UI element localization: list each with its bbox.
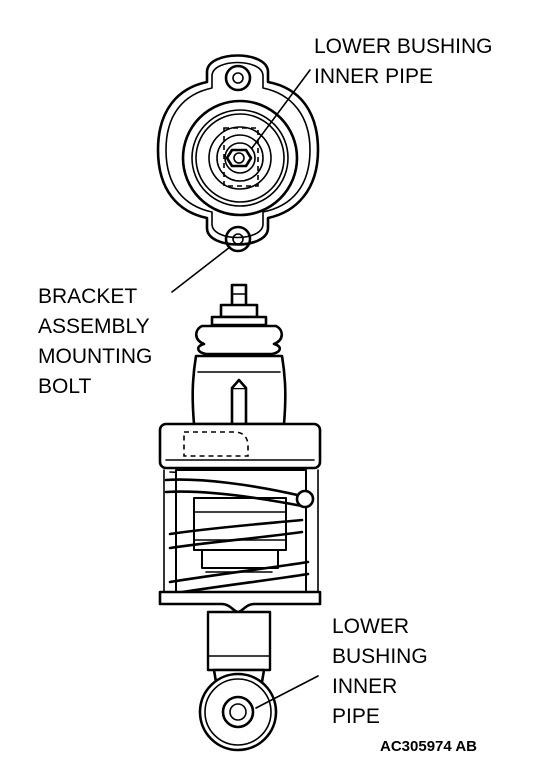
- bottom-callout-label: LOWER BUSHING INNER PIPE: [332, 612, 428, 732]
- bottom-callout-line-4: PIPE: [332, 705, 380, 728]
- figure-code: AC305974 AB: [380, 738, 477, 755]
- bracket-callout-line-2: ASSEMBLY: [38, 315, 150, 338]
- top-callout-line-1: LOWER BUSHING: [314, 35, 493, 58]
- bracket-callout-line-4: BOLT: [38, 375, 92, 398]
- leader-line-bracket-callout: [171, 246, 231, 293]
- leader-line-top-callout: [251, 69, 311, 149]
- top-callout-label: LOWER BUSHING INNER PIPE: [314, 32, 493, 92]
- bottom-callout-line-2: BUSHING: [332, 645, 428, 668]
- bottom-callout-line-3: INNER: [332, 675, 398, 698]
- bottom-callout-line-1: LOWER: [332, 615, 410, 638]
- bracket-callout-line-3: MOUNTING: [38, 345, 153, 368]
- mounting-bracket-top-view: [156, 54, 320, 253]
- top-callout-line-2: INNER PIPE: [314, 65, 434, 88]
- bracket-callout-label: BRACKET ASSEMBLY MOUNTING BOLT: [38, 282, 152, 402]
- leader-line-bottom-callout: [255, 675, 319, 709]
- strut-assembly-side-view: [158, 283, 322, 752]
- bracket-callout-line-1: BRACKET: [38, 285, 138, 308]
